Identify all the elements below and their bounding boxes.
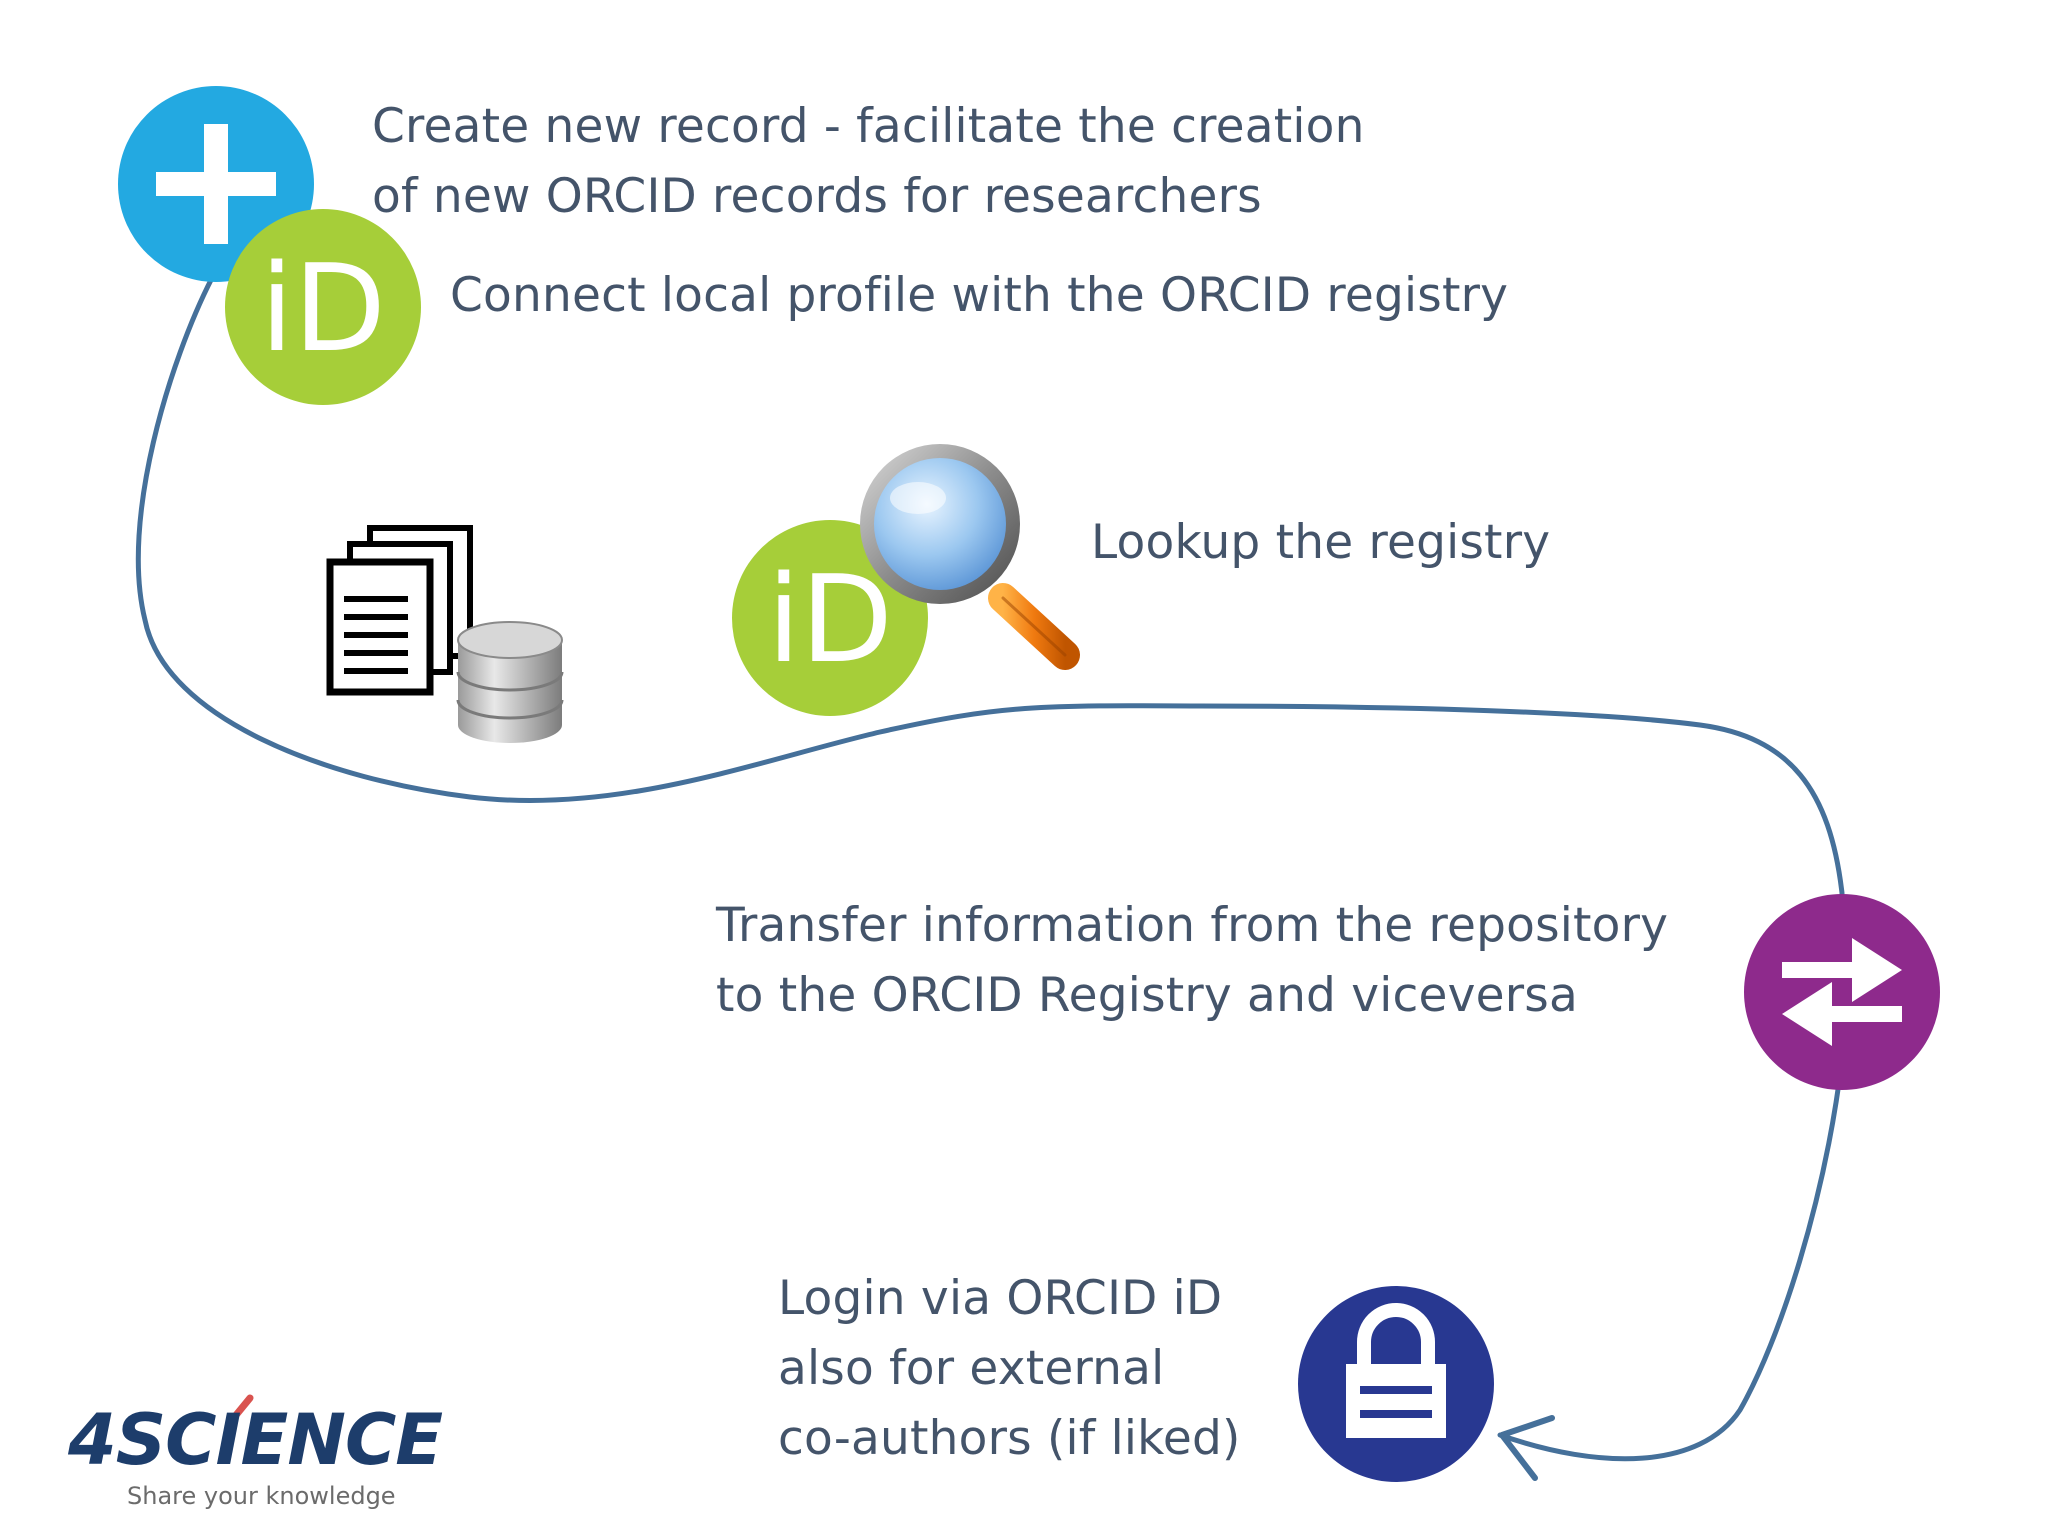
step-transfer-line-1: Transfer information from the repository	[716, 898, 1669, 953]
orcid-magnifier-icon: iD	[732, 444, 1080, 716]
step-create-text: Create new record - facilitate the creat…	[372, 92, 1365, 232]
orcid-id-icon: iD	[225, 209, 421, 405]
transfer-arrows-icon	[1744, 894, 1940, 1090]
brand-tagline: Share your knowledge	[127, 1482, 396, 1510]
documents-database-icon	[326, 525, 564, 743]
lock-icon	[1298, 1286, 1494, 1482]
step-login-line-1: Login via ORCID iD	[778, 1271, 1223, 1326]
brand-accent-icon	[228, 1394, 254, 1424]
step-connect-text: Connect local profile with the ORCID reg…	[450, 261, 1508, 331]
step-create-line-2: of new ORCID records for researchers	[372, 169, 1262, 224]
orcid-id-glyph: iD	[767, 551, 893, 690]
step-transfer-line-2: to the ORCID Registry and viceversa	[716, 968, 1578, 1023]
step-login-line-2: also for external	[778, 1341, 1165, 1396]
step-login-text: Login via ORCID iD also for external co-…	[778, 1264, 1241, 1474]
step-transfer-text: Transfer information from the repository…	[716, 891, 1668, 1031]
orcid-id-glyph: iD	[260, 240, 386, 379]
step-lookup-text: Lookup the registry	[1091, 508, 1550, 578]
step-connect-line-1: Connect local profile with the ORCID reg…	[450, 268, 1509, 323]
step-lookup-line-1: Lookup the registry	[1091, 515, 1551, 570]
flow-path	[135, 275, 1845, 1462]
step-create-line-1: Create new record - facilitate the creat…	[372, 99, 1365, 154]
step-login-line-3: co-authors (if liked)	[778, 1411, 1241, 1466]
brand-logo: 4SCIENCE	[68, 1399, 443, 1481]
flow-arrowhead	[1499, 1415, 1555, 1481]
